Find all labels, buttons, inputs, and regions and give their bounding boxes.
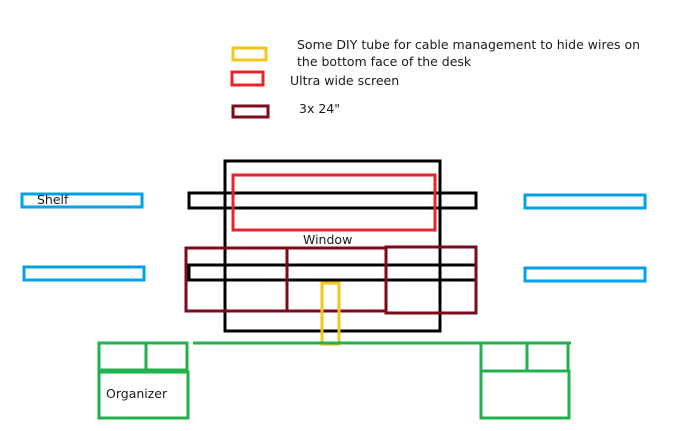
lower-shelf-bar bbox=[187, 263, 478, 282]
shelf-left-lower bbox=[22, 265, 146, 282]
legend-swatch-monitors bbox=[231, 104, 270, 119]
legend-label-cable-tube-line1: Some DIY tube for cable management to hi… bbox=[297, 37, 641, 52]
organizer-right-cubby-1 bbox=[479, 341, 529, 373]
ultrawide-screen bbox=[231, 173, 437, 232]
organizer-right-cubby-2 bbox=[525, 341, 570, 373]
shelf-right-lower bbox=[523, 266, 647, 283]
shelf-right-upper bbox=[523, 193, 647, 210]
organizer-label: Organizer bbox=[106, 386, 168, 401]
legend-swatch-ultrawide bbox=[230, 70, 265, 87]
legend-label-cable-tube-line2: the bottom face of the desk bbox=[297, 54, 472, 69]
shelf-left-upper bbox=[20, 192, 144, 209]
shelf-label: Shelf bbox=[37, 192, 69, 207]
organizer-left-cubby-1 bbox=[97, 341, 148, 372]
legend-label-ultrawide: Ultra wide screen bbox=[290, 73, 400, 88]
legend-swatch-cable-tube bbox=[231, 46, 268, 62]
organizer-right-drawer bbox=[479, 369, 571, 420]
organizer-left-cubby-2 bbox=[144, 341, 189, 372]
upper-shelf-bar bbox=[187, 191, 478, 210]
monitor-right bbox=[384, 245, 478, 315]
legend-label-monitors: 3x 24" bbox=[299, 101, 340, 116]
window-label: Window bbox=[303, 232, 353, 247]
organizer-left-drawer bbox=[97, 370, 190, 420]
cable-tube bbox=[320, 281, 341, 346]
